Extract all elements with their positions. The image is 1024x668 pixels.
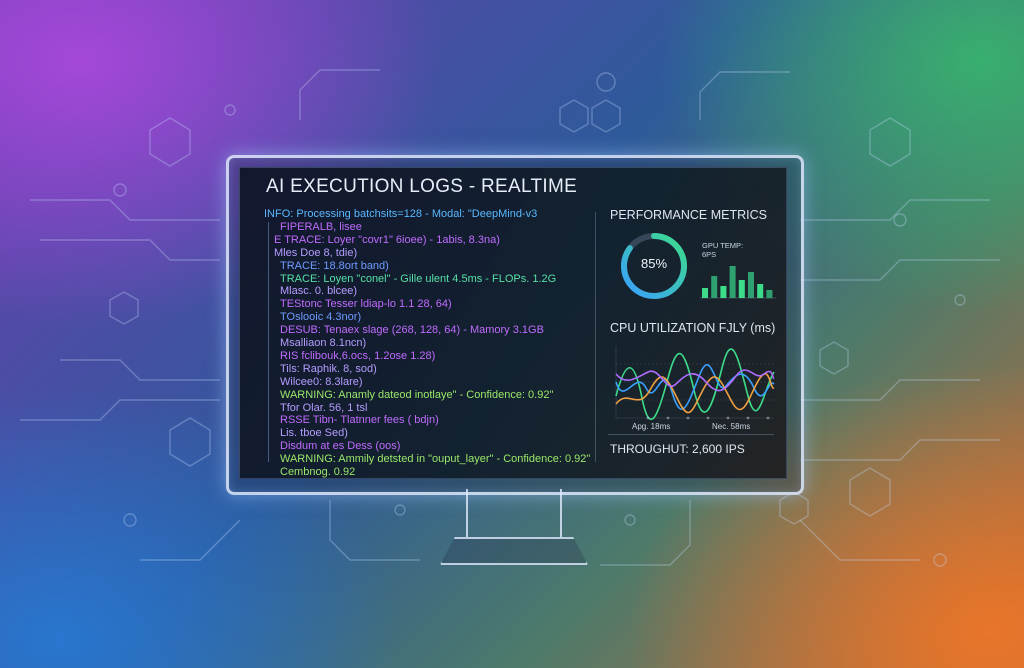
log-line: Tfor Olar. 56, 1 tsl [280, 401, 368, 414]
log-line: TRACE: Loyen "conel" - Gille ulent 4.5ms… [280, 272, 557, 285]
cpu-x-label-2: Nec. 58ms [712, 422, 751, 431]
gauge-arc [621, 233, 687, 299]
log-line: Tils: Raphik. 8, sod) [280, 362, 377, 375]
panel-divider [595, 212, 596, 462]
log-line: Lis. tboe Sed) [280, 427, 348, 440]
log-line: Mles Doe 8, tdie) [274, 246, 358, 259]
gauge-value: 85% [640, 256, 668, 271]
log-line: TOslooic 4.3nor) [280, 311, 362, 324]
gpu-bar [766, 290, 773, 298]
cpu-line-chart [615, 346, 775, 421]
log-panel[interactable]: INFO: Processing batchsits=128 - Modal: … [264, 208, 604, 478]
log-line: DESUB: Tenaex slage (268, 128, 64) - Mam… [280, 324, 544, 337]
cpu-x-label-1: Apg. 18ms [632, 422, 671, 431]
gpu-bar [738, 280, 745, 298]
cpu-gauge [621, 233, 687, 299]
monitor-screen: AI EXECUTION LOGS - REALTIME INFO: Proce… [239, 167, 787, 479]
log-tree-line [268, 222, 269, 462]
log-line: INFO: Processing batchsits=128 - Modal: … [264, 208, 538, 220]
monitor-stand-neck [466, 489, 562, 537]
log-line: E TRACE: Loyer "covr1" 6ioee) - 1abis, 8… [274, 233, 500, 246]
log-line: RIS fclibouk,6.ocs, 1.2ose 1.28) [280, 349, 436, 362]
log-line: Cembnog. 0.92 [280, 466, 356, 478]
cpu-series-orange [615, 373, 775, 414]
log-line: FIPERALB, lisee [280, 220, 362, 233]
cpu-series-green [615, 348, 775, 421]
performance-title: PERFORMANCE METRICS [610, 208, 767, 222]
gpu-bar [702, 288, 708, 298]
log-line: WARNING: Ammily detsted in "ouput_layer"… [280, 453, 591, 466]
log-line: TEStonc Tesser ldiap-lo 1.1 28, 64) [280, 298, 452, 311]
log-line: Msalliaon 8.1ncn) [280, 337, 367, 349]
metrics-separator [608, 434, 774, 435]
cpu-chart-title: CPU UTILIZATION FJLY (ms) [610, 321, 776, 335]
window-title: AI EXECUTION LOGS - REALTIME [266, 176, 578, 197]
log-line: RSSE Tibn- Tlatnner fees ( bdjn) [280, 414, 439, 427]
gpu-bar [711, 276, 718, 298]
monitor-stand-base [440, 537, 588, 565]
gpu-temp-label: GPU TEMP: 6PS [702, 241, 743, 259]
gpu-temp-label-line2: 6PS [702, 250, 717, 259]
cpu-x-labels: Apg. 18ms Nec. 58ms [620, 422, 770, 434]
log-line: WARNING: Anamly dateod inotlaye" - Confi… [280, 388, 554, 401]
log-line: Disdum at es Dess (oos) [280, 440, 401, 453]
gpu-bar [720, 286, 727, 298]
gpu-temp-label-line1: GPU TEMP: [702, 241, 744, 250]
log-line: Wilcee0: 8.3lare) [280, 375, 363, 388]
throughput-readout: THROUGHUT: 2,600 IPS [610, 442, 745, 456]
cpu-series-purple [615, 369, 775, 392]
log-line: TRACE: 18.8ort band) [280, 259, 389, 272]
log-line: Mlasc. 0. blcee) [280, 285, 358, 298]
gpu-bar-chart [700, 266, 776, 299]
gpu-bar [757, 284, 764, 298]
gpu-bar [729, 266, 736, 298]
gpu-bar [748, 272, 754, 298]
